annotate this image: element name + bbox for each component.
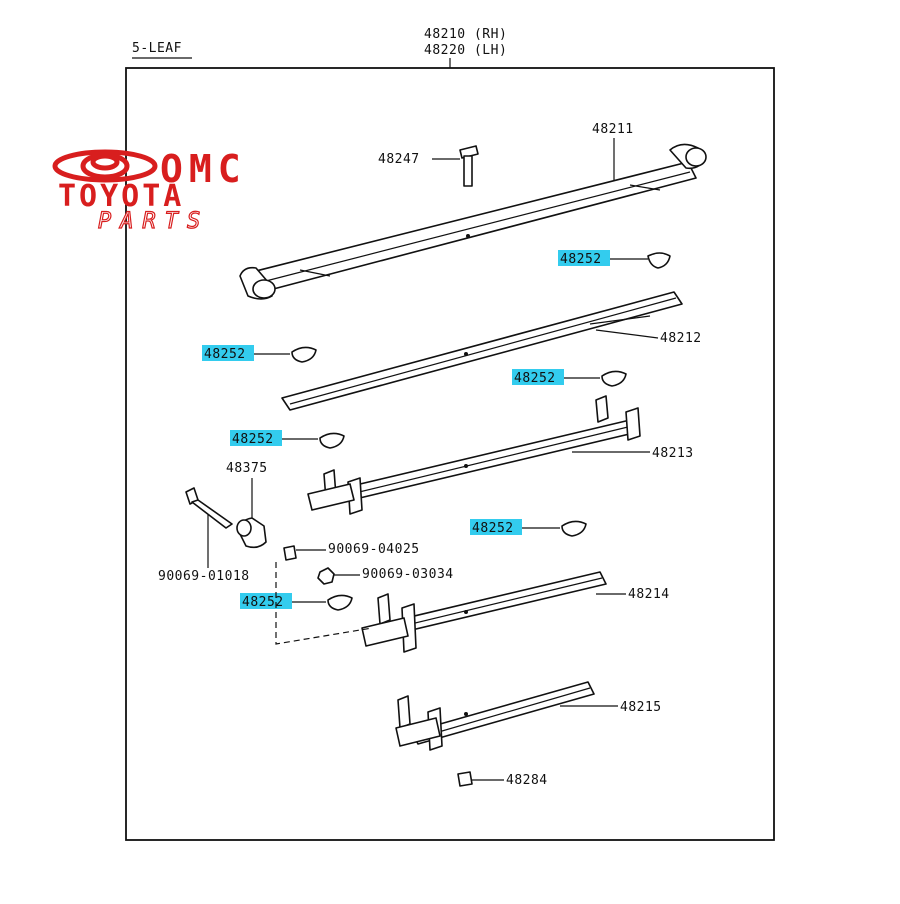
leaf-48214 bbox=[361, 571, 607, 653]
leaf-count-label: 5-LEAF bbox=[132, 41, 182, 56]
part-number-48252-f: 48252 bbox=[242, 595, 284, 610]
part-number-48252-b: 48252 bbox=[204, 347, 246, 362]
part-number-48212: 48212 bbox=[660, 331, 702, 346]
center-bolt-48247 bbox=[459, 145, 479, 187]
clip-48284 bbox=[457, 771, 473, 787]
part-number-48213: 48213 bbox=[652, 446, 694, 461]
leaf-48215 bbox=[395, 681, 595, 751]
part-number-90069-01018: 90069-01018 bbox=[158, 569, 250, 584]
logo-toyota-text: TOYOTA bbox=[58, 179, 184, 214]
leaf-48212 bbox=[281, 291, 683, 411]
logo-omc-text: OMC bbox=[160, 147, 247, 191]
part-number-48247: 48247 bbox=[378, 152, 420, 167]
part-number-48211: 48211 bbox=[592, 122, 634, 137]
part-number-48252-a: 48252 bbox=[560, 252, 602, 267]
silencer-48252-b bbox=[291, 346, 317, 363]
omc-toyota-logo: OMC TOYOTA PARTS bbox=[52, 147, 247, 235]
part-number-48252-c: 48252 bbox=[514, 371, 556, 386]
assembly-dashed-line bbox=[275, 562, 373, 645]
bushing-48375 bbox=[236, 517, 267, 549]
part-number-48252-e: 48252 bbox=[472, 521, 514, 536]
silencer-48252-e bbox=[561, 520, 587, 537]
part-number-48284: 48284 bbox=[506, 773, 548, 788]
main-leaf-48211 bbox=[239, 143, 707, 300]
part-number-48375: 48375 bbox=[226, 461, 268, 476]
silencer-48252-f bbox=[327, 594, 353, 611]
nut-90069-03034 bbox=[317, 567, 335, 585]
assembly-number-rh: 48210 (RH) bbox=[424, 27, 507, 42]
nut-90069-04025 bbox=[283, 545, 297, 561]
part-number-48215: 48215 bbox=[620, 700, 662, 715]
part-number-90069-03034: 90069-03034 bbox=[362, 567, 454, 582]
leaf-48213 bbox=[307, 395, 641, 515]
part-number-90069-04025: 90069-04025 bbox=[328, 542, 420, 557]
diagram-frame bbox=[125, 67, 775, 841]
silencer-48252-a bbox=[647, 252, 671, 269]
part-number-48252-d: 48252 bbox=[232, 432, 274, 447]
assembly-number-lh: 48220 (LH) bbox=[424, 43, 507, 58]
logo-parts-text: PARTS bbox=[98, 209, 209, 234]
silencer-48252-d bbox=[319, 432, 345, 449]
silencer-48252-c bbox=[601, 370, 627, 387]
part-number-48214: 48214 bbox=[628, 587, 670, 602]
bolt-90069-01018 bbox=[185, 487, 233, 529]
